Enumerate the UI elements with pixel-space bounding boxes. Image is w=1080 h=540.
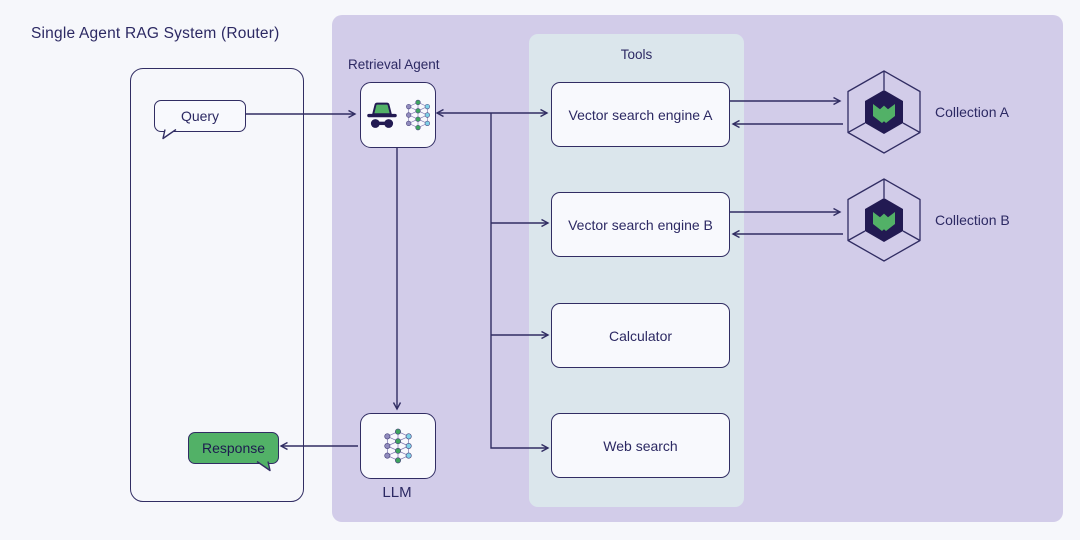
collection-a-label: Collection A xyxy=(935,104,1009,120)
client-boundary-box xyxy=(130,68,304,502)
tool-vector-search-engine-a: Vector search engine A xyxy=(551,82,730,147)
tools-panel-title: Tools xyxy=(620,47,653,62)
tool-web-search: Web search xyxy=(551,413,730,478)
weaviate-hexagon-icon xyxy=(847,178,921,262)
llm-node xyxy=(360,413,436,479)
response-bubble: Response xyxy=(188,432,279,472)
collection-b-label: Collection B xyxy=(935,212,1010,228)
neural-network-icon xyxy=(384,428,412,464)
tool-calculator: Calculator xyxy=(551,303,730,368)
tool-vector-search-engine-b: Vector search engine B xyxy=(551,192,730,257)
query-bubble-tail xyxy=(162,129,177,140)
tool-label: Web search xyxy=(603,437,678,454)
tool-label: Vector search engine B xyxy=(568,216,713,233)
llm-label: LLM xyxy=(382,484,412,501)
tool-label: Calculator xyxy=(608,327,673,344)
response-bubble-tail xyxy=(256,461,271,472)
tool-label: Vector search engine A xyxy=(568,106,713,123)
incognito-agent-icon xyxy=(366,102,397,128)
retrieval-agent-node xyxy=(360,82,436,148)
retrieval-agent-label: Retrieval Agent xyxy=(348,57,440,72)
response-label: Response xyxy=(201,440,266,456)
page-title: Single Agent RAG System (Router) xyxy=(31,25,280,42)
query-bubble: Query xyxy=(154,100,246,140)
neural-network-icon xyxy=(405,99,430,131)
query-label: Query xyxy=(180,108,220,124)
weaviate-hexagon-icon xyxy=(847,70,921,154)
